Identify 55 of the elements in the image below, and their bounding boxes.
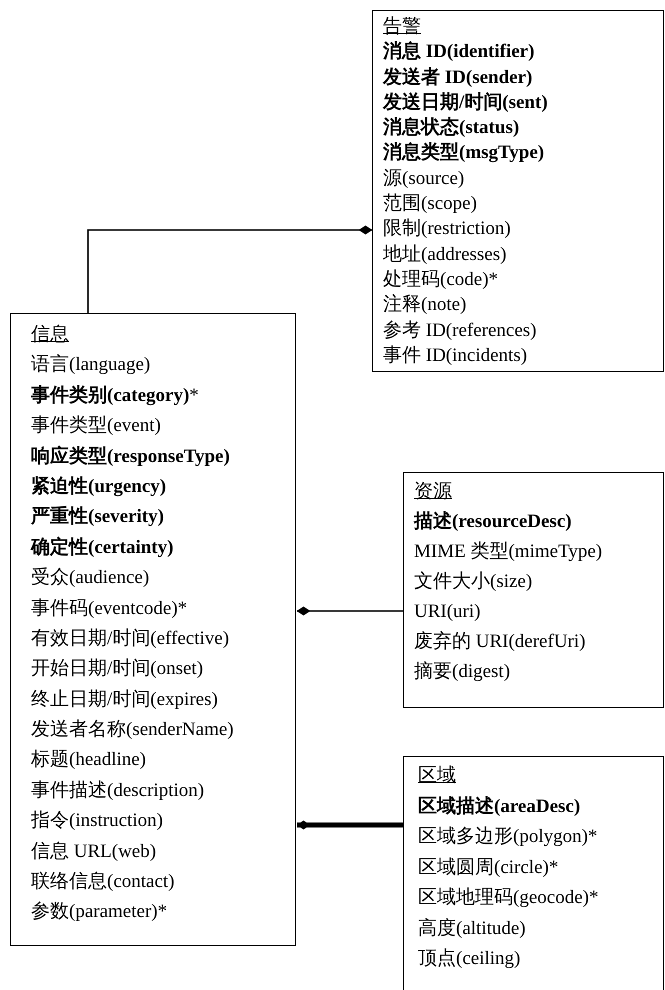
attribute-text: 限制(restriction) — [383, 217, 511, 242]
attribute-text: 区域多边形(polygon)* — [418, 825, 598, 849]
attribute-text: URI(uri) — [414, 600, 480, 624]
attribute-text: 严重性(severity) — [31, 504, 164, 530]
attribute-text: 顶点(ceiling) — [418, 947, 520, 971]
attribute-text: 范围(scope) — [383, 192, 477, 216]
attribute-text: 终止日期/时间(expires) — [31, 688, 218, 712]
attribute-text: 消息状态(status) — [383, 116, 520, 140]
class-box — [403, 756, 664, 990]
attribute-text: 参数(parameter)* — [31, 900, 168, 924]
attribute-text: 事件类别(category)* — [31, 384, 199, 408]
attribute-text: 发送者名称(senderName) — [31, 718, 234, 742]
attribute-text: 消息 ID(identifier) — [383, 40, 534, 64]
attribute-text: 区域地理码(geocode)* — [418, 886, 598, 910]
attribute-text: 处理码(code)* — [383, 268, 498, 292]
attribute-text: 开始日期/时间(onset) — [31, 657, 204, 682]
attribute-text: 事件码(eventcode)* — [31, 596, 188, 621]
attribute-text: 区域圆周(circle)* — [418, 856, 558, 880]
attribute-text: 信息 URL(web) — [31, 840, 156, 864]
attribute-text: 响应类型(responseType) — [31, 444, 230, 469]
class-box — [403, 472, 664, 708]
attribute-text: 摘要(digest) — [414, 660, 510, 684]
class-name: 告警 — [383, 15, 421, 39]
class-box — [10, 313, 296, 946]
attribute-text: 事件 ID(incidents) — [383, 344, 528, 368]
attribute-text: 废弃的 URI(derefUri) — [414, 630, 586, 654]
attribute-text: 标题(headline) — [31, 748, 146, 772]
attribute-text: 有效日期/时间(effective) — [31, 626, 230, 651]
attribute-text: MIME 类型(mimeType) — [414, 540, 602, 564]
attribute-text: 描述(resourceDesc) — [414, 510, 572, 534]
attribute-text: 高度(altitude) — [418, 916, 526, 940]
class-name: 信息 — [31, 323, 69, 347]
aggregation-connector — [296, 820, 403, 830]
attribute-text: 源(source) — [383, 166, 464, 191]
attribute-text: 事件类型(event) — [31, 414, 161, 438]
attribute-text: 发送日期/时间(sent) — [383, 90, 548, 115]
aggregation-connector — [87, 226, 372, 313]
class-box — [372, 10, 664, 372]
attribute-text: 紧迫性(urgency) — [31, 474, 166, 499]
aggregation-connector — [296, 606, 403, 616]
attribute-text: 受众(audience) — [31, 566, 150, 590]
attribute-text: 消息类型(msgType) — [383, 141, 544, 166]
attribute-text: 指令(instruction) — [31, 809, 163, 834]
attribute-text: 区域描述(areaDesc) — [418, 794, 580, 818]
class-name: 区域 — [418, 764, 456, 788]
attribute-text: 联络信息(contact) — [31, 870, 175, 894]
attribute-text: 确定性(certainty) — [31, 536, 174, 560]
attribute-text: 发送者 ID(sender) — [383, 66, 532, 90]
attribute-text: 注释(note) — [383, 293, 466, 318]
attribute-text: 参考 ID(references) — [383, 318, 536, 343]
attribute-text: 事件描述(description) — [31, 778, 204, 803]
attribute-text: 地址(addresses) — [383, 242, 506, 267]
class-name: 资源 — [414, 480, 452, 504]
attribute-text: 文件大小(size) — [414, 570, 532, 594]
attribute-text: 语言(language) — [31, 353, 150, 378]
